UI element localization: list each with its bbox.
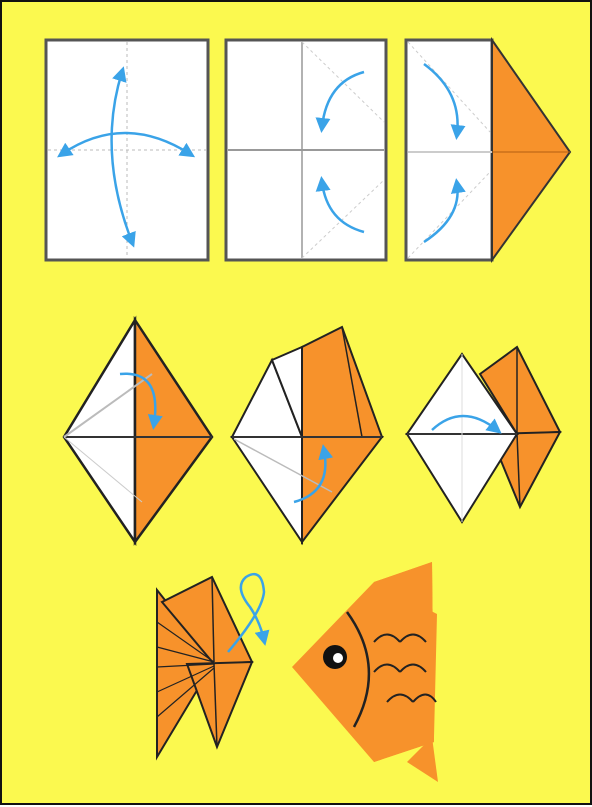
step-8-goldfish [292, 562, 438, 782]
step-5-fold-flap [232, 327, 382, 542]
step-1-square-sheet [46, 40, 208, 260]
step-4-diamond [64, 320, 212, 542]
step-3-triangle-fold [406, 40, 570, 260]
step-2-fold-corners [226, 40, 386, 260]
step-7-turn-over [157, 574, 264, 757]
step-6-fold-across [407, 347, 560, 522]
